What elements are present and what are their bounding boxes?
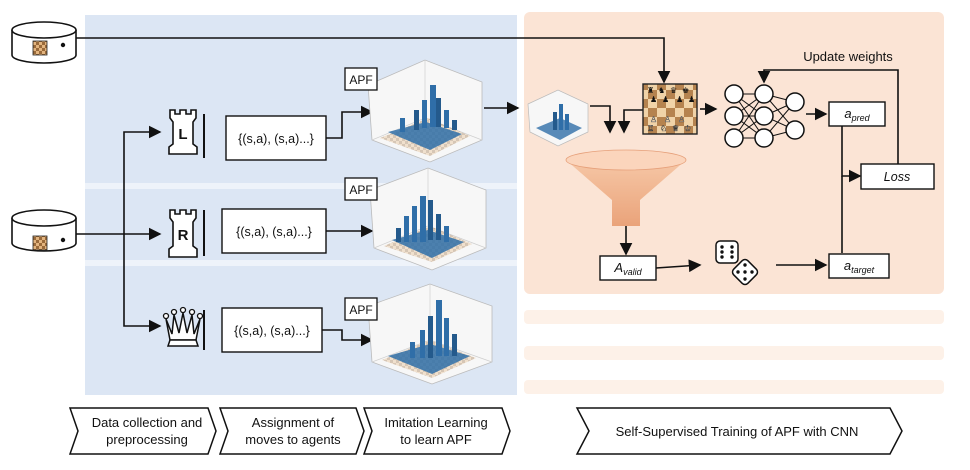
- svg-text:apred: apred: [844, 106, 870, 123]
- move-set-3: {(s,a), (s,a)...}: [221, 307, 323, 353]
- stage-self-supervised: Self-Supervised Training of APF with CNN: [615, 423, 859, 439]
- apf-plot-3: APF: [344, 283, 493, 385]
- a-valid-main: A: [613, 260, 623, 275]
- move-set-1-label: {(s,a), (s,a)...}: [238, 132, 314, 146]
- a-target-sub: target: [851, 265, 875, 275]
- a-target-main: a: [844, 258, 851, 273]
- a-target-box: atarget: [828, 253, 890, 279]
- apf-label-3: APF: [349, 303, 372, 317]
- svg-text:♙: ♙: [650, 115, 657, 124]
- svg-text:♟: ♟: [676, 95, 683, 104]
- a-pred-box: apred: [828, 101, 886, 127]
- database-top-icon: [11, 21, 77, 64]
- apf-label-1: APF: [349, 73, 372, 87]
- svg-text:♖: ♖: [647, 124, 654, 133]
- svg-text:♞: ♞: [658, 86, 665, 95]
- svg-text:♙: ♙: [664, 115, 671, 124]
- apf-plot-small: [527, 89, 589, 147]
- a-valid-sub: valid: [623, 267, 643, 277]
- svg-text:atarget: atarget: [844, 258, 875, 275]
- chess-board-icon: ♜ ♞ ♛ ♚ ♟ ♟ ♟ ♟ ♙ ♙ ♙ ♖ ♘ ♕ ♔: [642, 83, 698, 135]
- a-pred-sub: pred: [851, 113, 871, 123]
- a-valid-box: Avalid: [599, 255, 657, 281]
- filter-funnel-icon: [565, 149, 687, 226]
- move-set-3-label: {(s,a), (s,a)...}: [234, 324, 310, 338]
- apf-plot-1: APF: [344, 59, 483, 163]
- svg-text:♙: ♙: [678, 115, 685, 124]
- svg-text:♚: ♚: [682, 86, 689, 95]
- stage-chevrons: [68, 407, 903, 455]
- stage-imitation-learning: Imitation Learning to learn APF: [384, 415, 488, 447]
- connector-lines: [76, 37, 899, 347]
- move-set-2-label: {(s,a), (s,a)...}: [236, 225, 312, 239]
- update-weights-label: Update weights: [803, 49, 893, 64]
- rook-r-letter: R: [178, 227, 189, 244]
- database-left-icon: [11, 209, 77, 252]
- svg-text:♟: ♟: [650, 95, 657, 104]
- apf-plot-2: APF: [344, 167, 487, 271]
- svg-text:♛: ♛: [670, 86, 677, 95]
- stage-data-collection: Data collection and preprocessing: [91, 415, 203, 447]
- dice-icon: [715, 240, 759, 286]
- svg-text:♜: ♜: [647, 86, 654, 95]
- loss-box: Loss: [860, 163, 935, 190]
- stage-assignment: Assignment of moves to agents: [245, 415, 341, 447]
- a-pred-main: a: [844, 106, 851, 121]
- svg-text:♔: ♔: [684, 124, 691, 133]
- svg-text:Avalid: Avalid: [613, 260, 642, 277]
- svg-text:♟: ♟: [688, 95, 695, 104]
- move-set-1: {(s,a), (s,a)...}: [225, 115, 327, 161]
- queen-icon: [162, 306, 205, 350]
- svg-text:♕: ♕: [672, 124, 679, 133]
- rook-r-icon: R: [168, 209, 205, 258]
- cnn-icon: [724, 84, 805, 148]
- svg-text:♘: ♘: [660, 124, 667, 133]
- apf-label-2: APF: [349, 183, 372, 197]
- svg-text:♟: ♟: [662, 95, 669, 104]
- rook-l-letter: L: [178, 126, 187, 143]
- loss-label: Loss: [884, 170, 910, 184]
- move-set-2: {(s,a), (s,a)...}: [221, 208, 327, 254]
- rook-l-icon: L: [168, 109, 205, 158]
